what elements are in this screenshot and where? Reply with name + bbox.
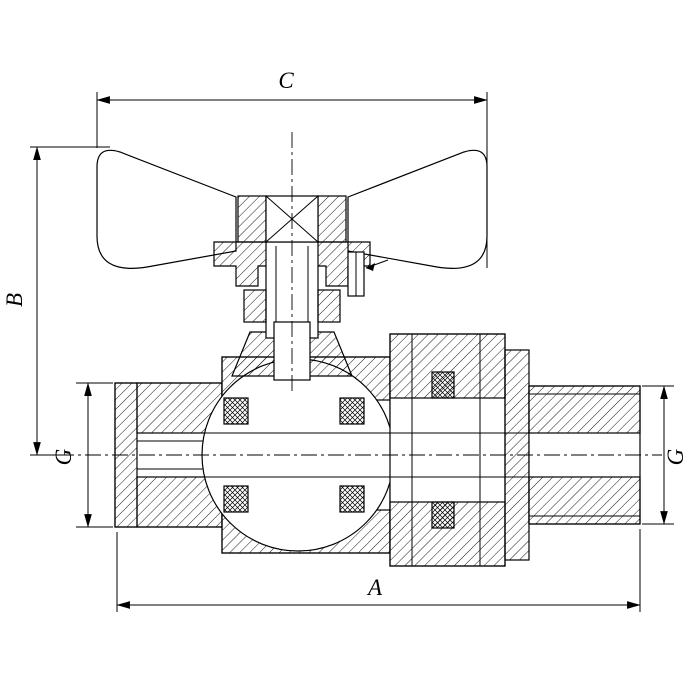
dimension-label-c: C [278,68,294,93]
dimension-label-b: B [2,293,27,307]
stop-washer [347,251,389,297]
dimension-G-right: G [642,385,688,525]
handle-left-wing [96,149,237,269]
dimensions: C B G G A [2,68,688,612]
union-nut [389,333,506,567]
dimension-A: A [116,529,641,612]
dimension-G-left: G [51,382,113,528]
dimension-label-g-left: G [51,448,76,465]
packing-right [317,289,341,323]
dimension-C: C [96,68,488,268]
dimension-label-g-right: G [663,448,688,465]
body-center [201,356,395,554]
packing-left [243,289,267,323]
dimension-B: B [2,146,110,456]
dimension-label-a: A [366,575,383,600]
valve-body [114,333,641,567]
leader-arrowhead [366,263,375,271]
centerlines [58,132,662,456]
